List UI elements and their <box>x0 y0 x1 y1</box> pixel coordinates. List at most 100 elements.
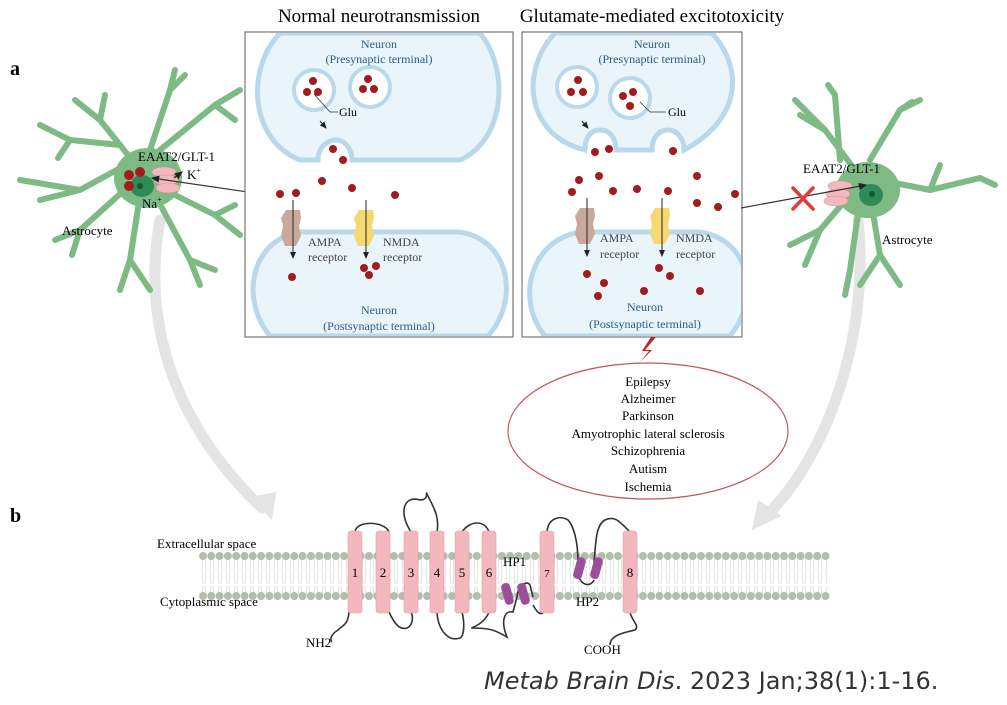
lipid-head <box>306 552 315 560</box>
extracellular-label: Extracellular space <box>157 536 256 551</box>
lipid-head <box>738 592 747 600</box>
excitotoxicity-postsynaptic-terminal <box>527 229 741 336</box>
left-glutamate-inside <box>124 167 145 191</box>
lipid-head <box>746 552 755 560</box>
disease-item: Epilepsy <box>625 374 671 389</box>
lipid-head <box>298 552 307 560</box>
helix-4 <box>429 530 445 614</box>
excitotoxicity-glu-leader <box>639 101 666 113</box>
normal-nmda-receptor <box>354 200 374 259</box>
excitotoxicity-ampa-sublabel: receptor <box>600 247 639 261</box>
helix-label: 7 <box>544 568 550 580</box>
lipid-head <box>730 552 739 560</box>
normal-glu-label: Glu <box>339 105 357 119</box>
helix-label: 1 <box>352 565 359 580</box>
lipid-head <box>232 552 241 560</box>
lipid-head <box>323 592 332 600</box>
panel-label-a: a <box>10 58 20 80</box>
helix-label: 4 <box>434 565 441 580</box>
normal-postsynaptic-terminal <box>250 229 509 336</box>
lipid-head <box>721 552 730 560</box>
panel-label-b: b <box>10 505 21 527</box>
normal-ampa-sublabel: receptor <box>308 250 347 264</box>
normal-postsynaptic-sublabel: (Postsynaptic terminal) <box>323 319 435 333</box>
helix-5 <box>454 530 470 614</box>
normal-nmda-label: NMDA <box>383 235 420 249</box>
excitotoxicity-vesicle <box>555 65 599 109</box>
lipid-head <box>331 552 340 560</box>
citation-journal: Metab Brain Dis <box>484 667 675 695</box>
lipid-head <box>663 592 672 600</box>
excitotoxicity-presynaptic-sublabel: (Presynaptic terminal) <box>599 52 706 66</box>
lipid-head <box>713 552 722 560</box>
lipid-head <box>282 592 290 600</box>
helix-2 <box>375 530 391 614</box>
lipid-head <box>273 592 282 600</box>
helix-label: 2 <box>380 565 387 580</box>
citation-details: . 2023 Jan;38(1):1-16. <box>674 667 939 695</box>
left-astrocyte <box>17 67 243 293</box>
lipid-head <box>323 552 332 560</box>
lipid-head <box>680 592 689 600</box>
lipid-head <box>821 592 830 600</box>
lipid-head <box>572 592 581 600</box>
k-ion-label: K+ <box>187 166 201 182</box>
normal-vesicle <box>348 65 392 109</box>
lipid-head <box>290 552 299 560</box>
lipid-head <box>771 552 780 560</box>
excitotoxicity-nmda-receptor <box>650 198 670 257</box>
lipid-head <box>721 592 730 600</box>
disease-item: Ischemia <box>625 479 672 494</box>
lipid-head <box>655 552 664 560</box>
lipid-head <box>771 592 780 600</box>
lipid-head <box>605 552 614 560</box>
blocked-x-icon <box>791 186 815 211</box>
lipid-head <box>796 552 805 560</box>
na-ion-label: Na+ <box>142 195 162 211</box>
lipid-head <box>804 592 813 600</box>
normal-presynaptic-sublabel: (Presynaptic terminal) <box>326 52 433 66</box>
lipid-head <box>580 592 589 600</box>
normal-postsynaptic-label: Neuron <box>361 303 397 317</box>
left-curved-arrow <box>149 214 276 520</box>
disease-ellipse <box>507 362 789 500</box>
lipid-head <box>705 552 714 560</box>
lipid-head <box>672 592 681 600</box>
lipid-head <box>555 592 564 600</box>
lipid-head <box>199 552 207 560</box>
helix-label: 3 <box>408 565 415 580</box>
lipid-head <box>423 592 432 600</box>
excitotoxicity-glu-label: Glu <box>668 105 686 119</box>
normal-title: Normal neurotransmission <box>278 6 481 27</box>
lipid-head <box>248 552 257 560</box>
lipid-head <box>514 552 523 560</box>
lipid-head <box>821 552 830 560</box>
excitotoxicity-vesicle <box>608 76 652 120</box>
excitotoxicity-nmda-label: NMDA <box>676 231 713 245</box>
disease-item: Parkinson <box>622 408 675 423</box>
excitotoxicity-exocytosis-arrow <box>581 120 589 129</box>
excitotoxicity-glutamate-particles <box>567 76 739 300</box>
cooh-terminus-label: COOH <box>584 642 621 657</box>
lipid-head <box>448 552 456 560</box>
lipid-head <box>697 552 705 560</box>
disease-item: Alzheimer <box>621 391 677 406</box>
helix-label: 6 <box>486 565 493 580</box>
normal-synapse-panel <box>244 31 514 338</box>
left-astrocyte-label: Astrocyte <box>62 223 113 238</box>
lipid-head <box>813 552 822 560</box>
helix-7 <box>539 530 555 614</box>
lipid-head <box>564 592 573 600</box>
lipid-head <box>240 592 249 600</box>
disease-item: Autism <box>629 461 667 476</box>
lipid-head <box>257 552 266 560</box>
lipid-head <box>522 552 531 560</box>
lipid-head <box>755 552 764 560</box>
lipid-head <box>746 592 755 600</box>
hp2-label: HP2 <box>576 594 599 609</box>
lipid-head <box>804 552 813 560</box>
right-astrocyte <box>787 82 998 298</box>
lipid-head <box>365 552 373 560</box>
lipid-head <box>223 552 232 560</box>
lipid-head <box>780 592 788 600</box>
